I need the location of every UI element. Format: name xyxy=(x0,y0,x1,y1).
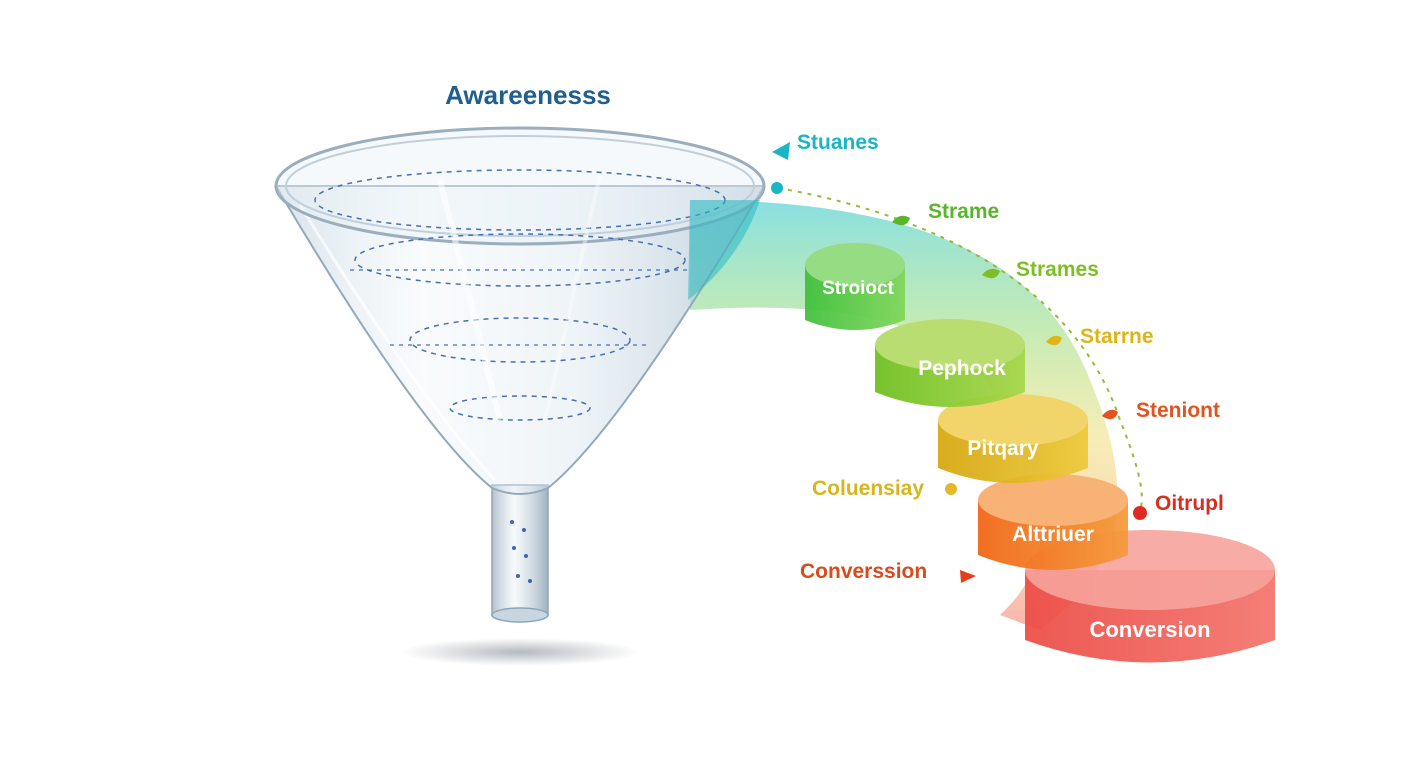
side-labels: Stuanes Strame Strames Starrne Steniont … xyxy=(797,131,1224,583)
glass-funnel xyxy=(274,126,766,623)
stage-pitqary: Pitqary xyxy=(938,394,1088,483)
stage-alttriuer: Alttriuer xyxy=(978,474,1128,570)
svg-text:Stroioct: Stroioct xyxy=(822,278,894,299)
triangle-marker-icon xyxy=(960,570,976,583)
stage-stroioct: Stroioct xyxy=(805,243,905,330)
stage-pephock: Pephock xyxy=(875,319,1025,407)
side-label: Converssion xyxy=(800,560,927,583)
flow-ribbon xyxy=(690,200,1118,630)
side-label: Oitrupl xyxy=(1155,492,1224,515)
funnel-shadow xyxy=(400,638,640,666)
leaf-marker-icon xyxy=(892,215,910,226)
dot-marker-icon xyxy=(1133,506,1147,520)
side-label: Strames xyxy=(1016,258,1099,281)
side-label: Strame xyxy=(928,200,999,223)
svg-text:Pephock: Pephock xyxy=(918,357,1006,380)
side-label: Coluensiay xyxy=(812,477,924,500)
stage-stack: Conversion Alttriuer Pitqary Pephock Str… xyxy=(805,243,1275,663)
dot-marker-icon xyxy=(945,483,957,495)
side-label: Stuanes xyxy=(797,131,879,154)
svg-text:Alttriuer: Alttriuer xyxy=(1012,523,1094,546)
leaf-marker-icon xyxy=(1102,409,1118,420)
leaf-marker-icon xyxy=(1046,335,1062,346)
arc-markers xyxy=(771,142,1147,583)
side-label: Steniont xyxy=(1136,399,1220,422)
side-label: Starrne xyxy=(1080,325,1154,348)
dot-marker-icon xyxy=(771,182,783,194)
svg-text:Conversion: Conversion xyxy=(1089,617,1210,642)
funnel-title: Awareenesss xyxy=(445,80,611,110)
triangle-marker-icon xyxy=(772,142,790,160)
leaf-marker-icon xyxy=(982,268,1000,279)
svg-text:Pitqary: Pitqary xyxy=(967,437,1039,460)
